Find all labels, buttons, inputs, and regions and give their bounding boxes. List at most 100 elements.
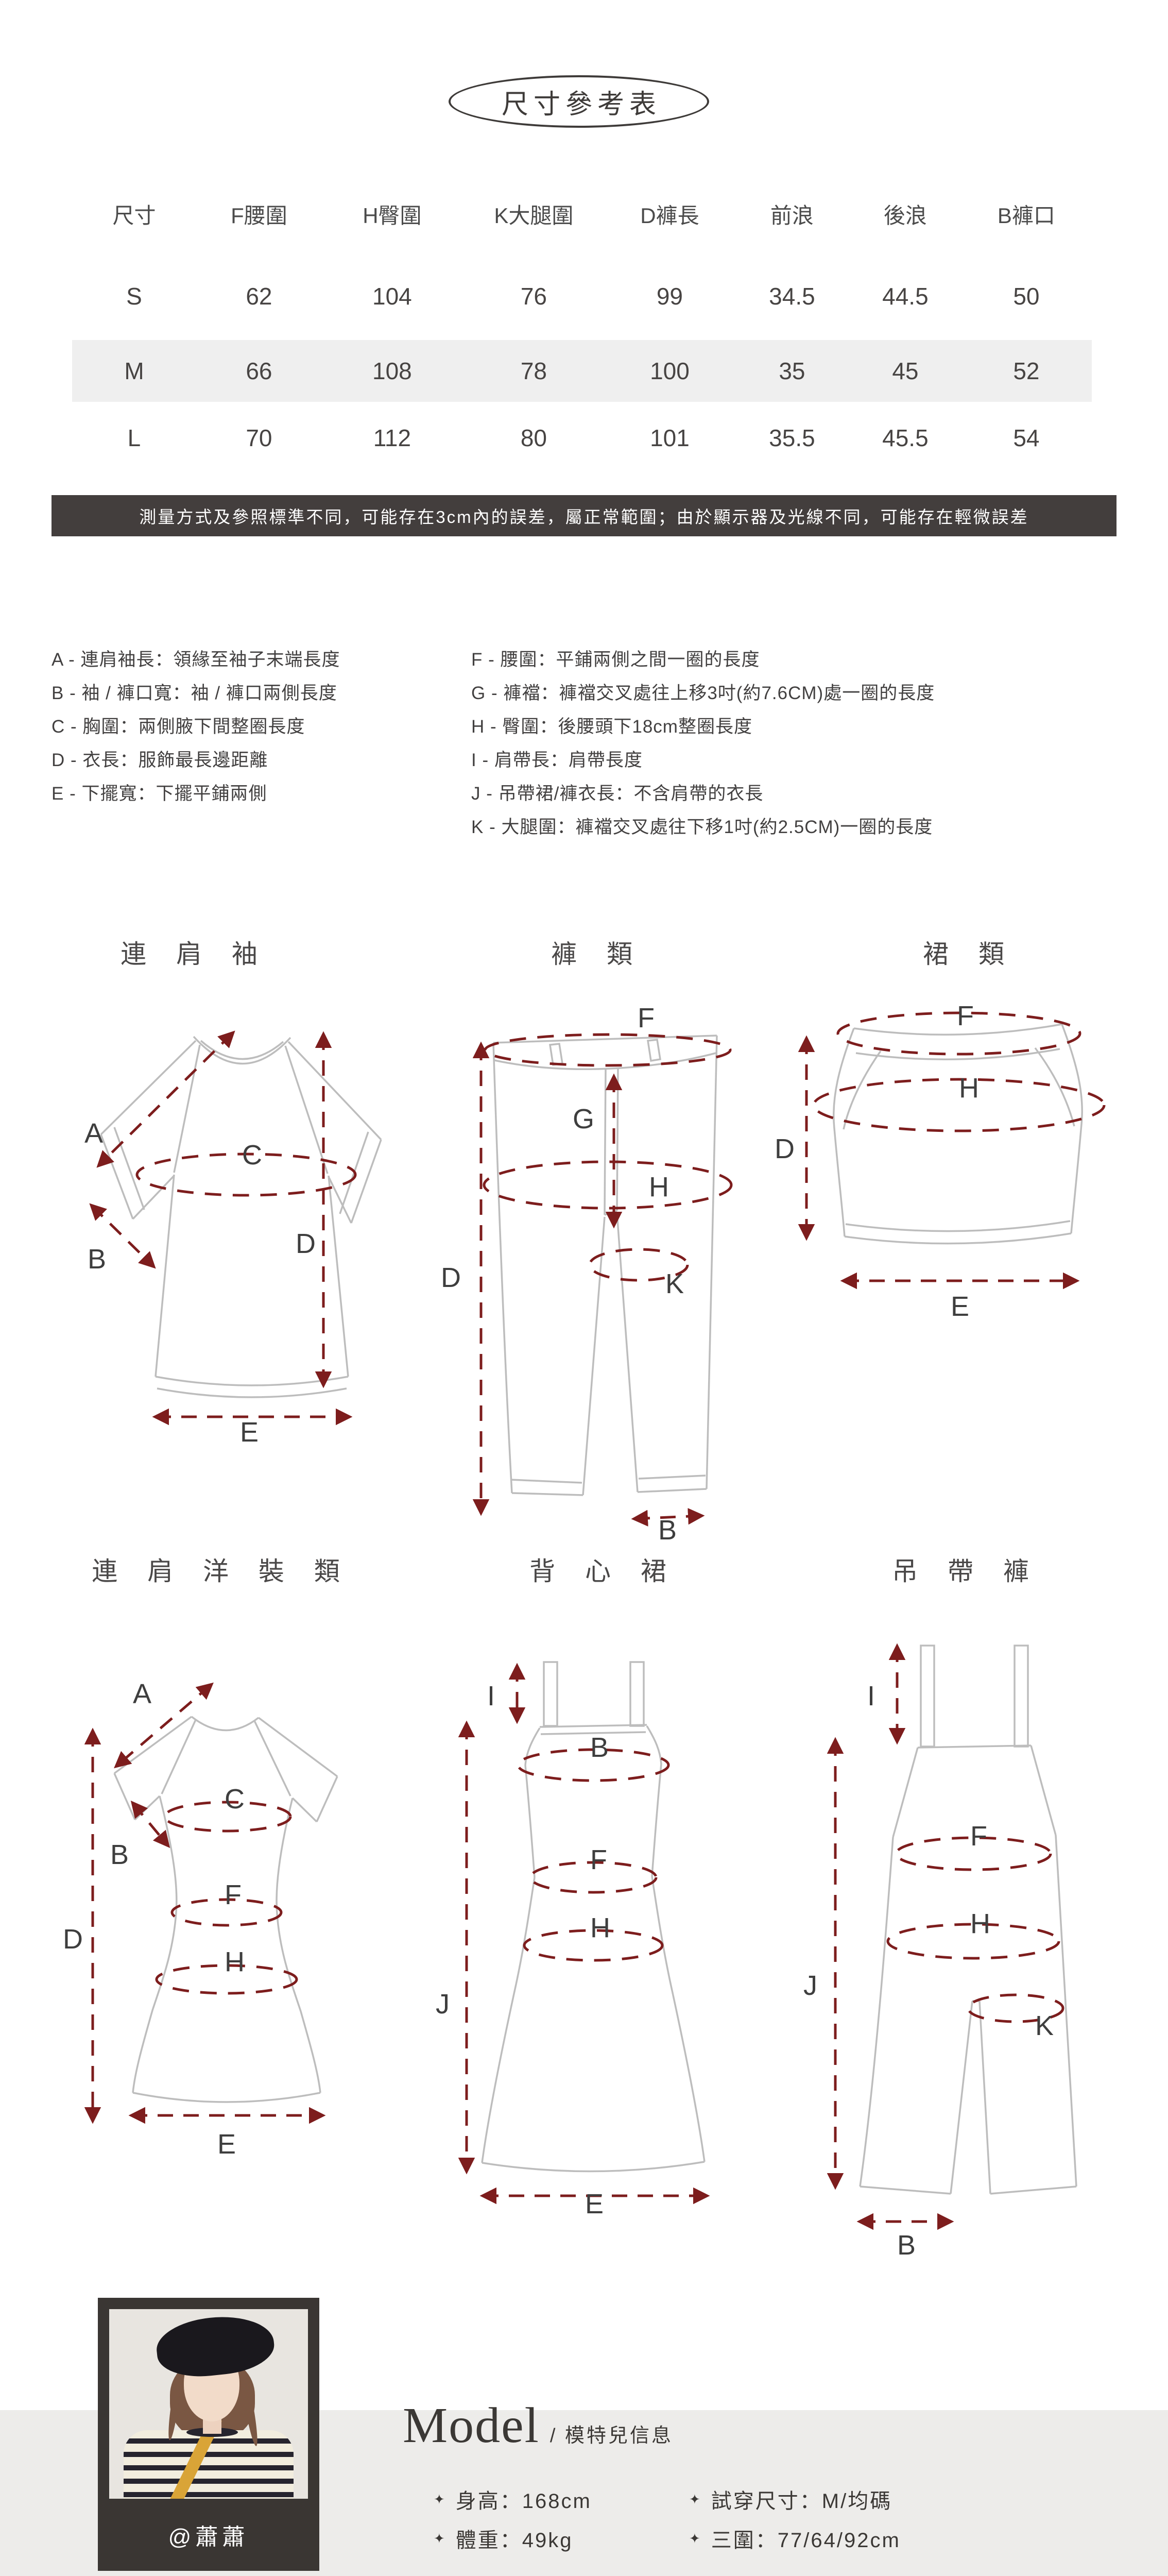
cell: 99: [656, 283, 683, 310]
measure-label-I: I: [867, 1681, 875, 1711]
table-row-l: L 70 112 80 101 35.5 45.5 54: [72, 402, 1092, 474]
cell: 35.5: [769, 425, 815, 451]
cell: 78: [520, 358, 547, 384]
measure-label-G: G: [573, 1104, 594, 1134]
measure-label-F: F: [970, 1821, 987, 1852]
model-stat-measurements: ✦ 三圍：77/64/92cm: [689, 2523, 901, 2553]
col-header: F腰圍: [231, 203, 287, 228]
measurement-disclaimer-banner: 測量方式及參照標準不同，可能存在3cm內的誤差，屬正常範圍；由於顯示器及光線不同…: [51, 495, 1117, 536]
cell: 52: [1013, 358, 1040, 384]
tshirt-diagram: A B C D E: [67, 1005, 397, 1443]
measure-label-A: A: [84, 1118, 103, 1149]
sparkle-icon: ✦: [434, 2530, 446, 2546]
measure-label-K: K: [665, 1268, 684, 1299]
sparkle-icon: ✦: [689, 2530, 702, 2546]
cell: 44.5: [882, 283, 929, 310]
pants-measures: F G H K D B: [441, 1005, 733, 1540]
section-title-vest-dress: 背 心 裙: [529, 1557, 678, 1586]
cell: 100: [650, 358, 690, 384]
measure-label-E: E: [951, 1291, 969, 1319]
cell: 70: [246, 425, 272, 451]
measure-label-D: D: [775, 1133, 795, 1164]
legend-item: C - 胸圍：兩側腋下間整圈長度: [51, 717, 305, 737]
measure-label-B: B: [658, 1515, 677, 1540]
dress-diagram: A B C F H D E: [57, 1618, 397, 2164]
model-photo-frame: @蕭蕭: [98, 2298, 319, 2571]
measure-label-H: H: [225, 1946, 245, 1977]
measure-label-B: B: [897, 2230, 916, 2257]
skirt-outline: [832, 1023, 1084, 1245]
legend-item: B - 袖 / 褲口寬：袖 / 褲口兩側長度: [51, 683, 337, 703]
cell: 34.5: [769, 283, 815, 310]
model-heading-zh: / 模特兒信息: [549, 2425, 673, 2447]
cell: 108: [372, 358, 412, 384]
cell: 50: [1013, 283, 1040, 310]
sparkle-icon: ✦: [434, 2491, 446, 2507]
overalls-diagram: I F H K J B: [757, 1613, 1123, 2257]
legend-item: A - 連肩袖長：領緣至袖子末端長度: [51, 650, 340, 670]
cell: 45.5: [882, 425, 929, 451]
skirt-diagram: F H D E: [767, 999, 1118, 1319]
legend-item: H - 臀圍：後腰頭下18cm整圈長度: [471, 717, 752, 737]
col-header: 尺寸: [112, 203, 156, 228]
cell: 35: [779, 358, 805, 384]
measure-label-F: F: [225, 1879, 242, 1910]
legend-left-column: A - 連肩袖長：領緣至袖子末端長度 B - 袖 / 褲口寬：袖 / 褲口兩側長…: [51, 643, 340, 810]
measure-label-J: J: [803, 1970, 817, 2001]
cell: 104: [372, 283, 412, 310]
cell: 112: [373, 425, 411, 451]
cell: 101: [650, 425, 690, 451]
cell: 62: [246, 283, 272, 310]
cell: M: [124, 358, 144, 384]
cell: 66: [246, 358, 272, 384]
stat-text: 三圍：77/64/92cm: [711, 2529, 901, 2552]
legend-item: I - 肩帶長：肩帶長度: [471, 750, 643, 770]
tshirt-outline: [100, 1036, 382, 1398]
measure-label-F: F: [638, 1005, 655, 1033]
vest-dress-outline: [481, 1661, 706, 2173]
measure-label-H: H: [649, 1172, 669, 1202]
measure-label-H: H: [959, 1073, 979, 1104]
vest-dress-diagram: I B F H J E: [422, 1613, 762, 2215]
col-header: B褲口: [997, 203, 1055, 228]
measure-label-B: B: [88, 1244, 106, 1275]
measure-label-H: H: [970, 1908, 990, 1939]
cell: 45: [892, 358, 919, 384]
measure-label-C: C: [225, 1784, 245, 1815]
measure-label-K: K: [1035, 2010, 1054, 2041]
section-title-pants: 褲 類: [551, 940, 644, 969]
section-title-tshirt: 連 肩 袖: [121, 940, 269, 969]
measure-label-B: B: [590, 1732, 609, 1763]
section-title-overalls: 吊 帶 褲: [892, 1557, 1040, 1586]
legend-item: D - 衣長：服飾最長邊距離: [51, 750, 268, 770]
measure-label-B: B: [110, 1839, 129, 1870]
model-photo: [109, 2309, 308, 2499]
section-title-dress: 連 肩 洋 裝 類: [92, 1557, 351, 1586]
cell: 80: [520, 425, 547, 451]
disclaimer-text: 測量方式及參照標準不同，可能存在3cm內的誤差，屬正常範圍；由於顯示器及光線不同…: [139, 507, 1029, 527]
legend-item: F - 腰圍：平鋪兩側之間一圈的長度: [471, 650, 760, 670]
model-stat-weight: ✦ 體重：49kg: [434, 2523, 573, 2553]
overalls-outline: [859, 1645, 1077, 2195]
cell: 54: [1013, 425, 1040, 451]
pants-diagram: F G H K D B: [433, 1005, 752, 1540]
measure-label-J: J: [436, 1989, 450, 2020]
overalls-measures: I F H K J B: [803, 1643, 1064, 2257]
cell: L: [127, 425, 141, 451]
stat-text: 身高：168cm: [455, 2490, 592, 2513]
stat-text: 體重：49kg: [455, 2529, 573, 2552]
model-photo-credit: @蕭蕭: [168, 2524, 249, 2550]
model-beret: [153, 2311, 277, 2381]
col-header: 後浪: [883, 203, 927, 228]
measure-label-E: E: [585, 2189, 604, 2215]
table-row-m: M 66 108 78 100 35 45 52: [72, 340, 1092, 402]
measure-label-E: E: [240, 1417, 259, 1443]
size-table-header-row: 尺寸 F腰圍 H臀圍 K大腿圍 D褲長 前浪 後浪 B褲口: [72, 175, 1092, 252]
legend-right-column: F - 腰圍：平鋪兩側之間一圈的長度 G - 褲襠：褲襠交叉處往上移3吋(約7.…: [471, 643, 935, 844]
skirt-measures: F H D E: [775, 1001, 1106, 1319]
measure-label-D: D: [63, 1924, 83, 1955]
measure-label-A: A: [133, 1679, 151, 1709]
pants-outline: [492, 1035, 718, 1496]
page-title-text: 尺寸參考表: [501, 89, 661, 120]
